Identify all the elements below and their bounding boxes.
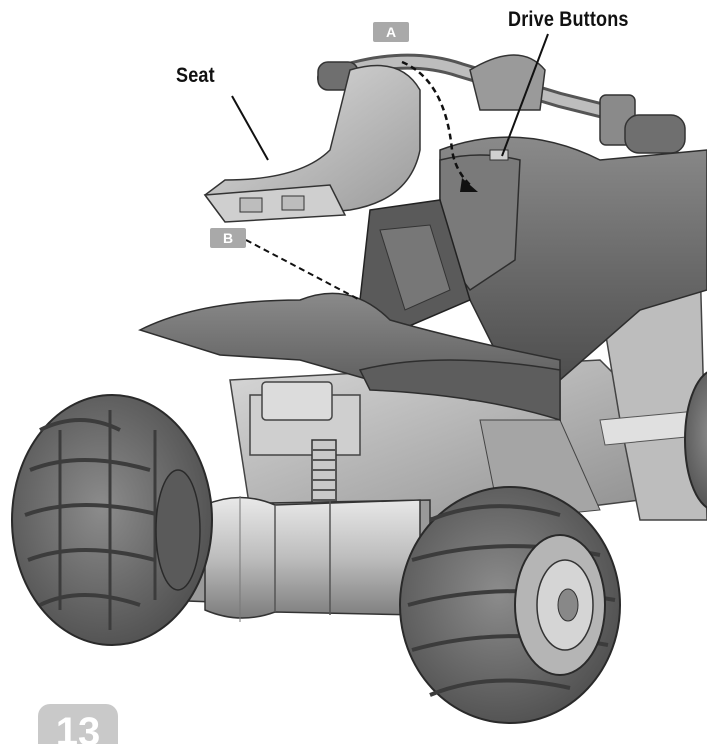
seat <box>203 64 421 223</box>
rear-right-tire <box>399 486 621 724</box>
front-body-shell <box>439 136 707 381</box>
a-to-b-dashed-path <box>401 60 471 186</box>
rear-fender <box>138 292 561 422</box>
marker-a: A <box>373 22 409 42</box>
front-right-tire <box>684 371 707 509</box>
marker-b: B <box>210 228 246 248</box>
arrowhead-icon <box>460 178 478 192</box>
handlebar <box>317 53 686 154</box>
rear-left-tire <box>11 394 213 646</box>
atv-illustration <box>11 33 707 724</box>
seat-well <box>359 199 471 331</box>
rear-gearbox <box>159 496 431 622</box>
seat-label: Seat <box>176 64 215 87</box>
drive-buttons-leader-line <box>501 33 549 157</box>
drive-buttons-label: Drive Buttons <box>508 8 629 31</box>
b-dashed-leader <box>245 239 361 301</box>
seat-leader-line <box>231 95 269 161</box>
step-number-badge: 13 <box>38 704 118 744</box>
callout-lines <box>231 33 549 301</box>
